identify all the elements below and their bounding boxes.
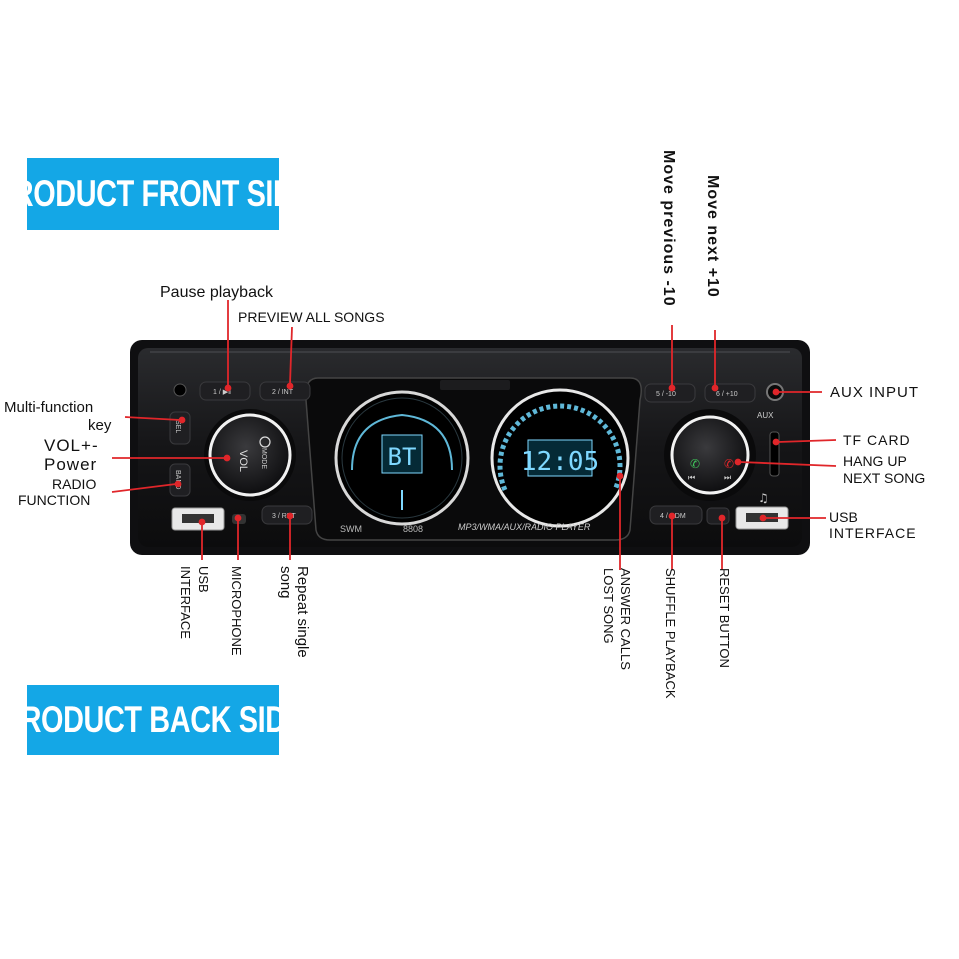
left-display-text: BT bbox=[388, 443, 417, 471]
button-1-label: 1 / ▶‖ bbox=[213, 389, 231, 396]
button-1-pause[interactable] bbox=[199, 381, 251, 401]
front-side-banner-text: PRODUCT FRONT SIDE bbox=[0, 173, 313, 214]
label-usb-right-interface: INTERFACE bbox=[829, 525, 917, 541]
button-6-label: 6 / +10 bbox=[716, 391, 738, 398]
label-aux-input: AUX INPUT bbox=[830, 384, 920, 401]
music-note-icon: ♫ bbox=[758, 491, 769, 505]
label-multi-function: Multi-function bbox=[4, 399, 94, 416]
label-hang-up: HANG UP bbox=[843, 453, 907, 469]
label-preview-all-songs: PREVIEW ALL SONGS bbox=[238, 309, 385, 325]
label-power: Power bbox=[44, 455, 98, 474]
label-repeat-single: Repeat single bbox=[294, 566, 311, 658]
label-answer-calls: ANSWER CALLS bbox=[618, 568, 633, 670]
label-repeat-song: song bbox=[277, 566, 294, 599]
reset-button[interactable] bbox=[706, 507, 730, 525]
aux-device-label: AUX bbox=[757, 411, 774, 420]
power-icon bbox=[259, 436, 271, 448]
button-3-label: 3 / RPT bbox=[272, 513, 296, 520]
label-move-previous: Move previous -10 bbox=[660, 150, 677, 307]
back-side-banner: PRODUCT BACK SIDE bbox=[2, 685, 305, 755]
label-pause-playback: Pause playback bbox=[160, 284, 273, 301]
label-usb-left-interface: INTERFACE bbox=[178, 566, 193, 639]
hang-up-icon: ✆ bbox=[724, 457, 734, 471]
button-5-minus10[interactable] bbox=[644, 383, 696, 403]
button-2-label: 2 / INT bbox=[272, 389, 294, 396]
front-side-banner: PRODUCT FRONT SIDE bbox=[0, 158, 313, 230]
tf-card-slot[interactable] bbox=[769, 431, 780, 477]
mode-knob-label: MODE bbox=[260, 448, 267, 469]
answer-call-icon: ✆ bbox=[690, 457, 700, 471]
right-knob[interactable] bbox=[670, 415, 750, 495]
label-next-song: NEXT SONG bbox=[843, 470, 926, 486]
button-5-label: 5 / -10 bbox=[656, 391, 676, 398]
label-move-next: Move next +10 bbox=[704, 175, 721, 298]
brand-text: SWM bbox=[340, 524, 362, 534]
microphone-hole-top bbox=[173, 383, 187, 397]
band-button[interactable] bbox=[169, 463, 191, 497]
label-shuffle-playback: SHUFFLE PLAYBACK bbox=[663, 568, 678, 699]
button-2-int[interactable] bbox=[259, 381, 311, 401]
player-text: MP3/WMA/AUX/RADIO PLAYER bbox=[458, 522, 591, 532]
label-multi-function-key: key bbox=[88, 417, 112, 434]
back-side-banner-text: PRODUCT BACK SIDE bbox=[1, 699, 305, 740]
label-microphone: MICROPHONE bbox=[229, 566, 244, 656]
label-vol: VOL+- bbox=[44, 436, 99, 455]
pointer-lines bbox=[111, 300, 837, 570]
label-usb-left: USB bbox=[196, 566, 211, 593]
sel-button-label: SEL bbox=[174, 420, 181, 433]
cd-slot bbox=[440, 380, 510, 390]
label-reset-button: RESET BUTTON bbox=[717, 568, 732, 668]
previous-track-icon: ⏮ bbox=[688, 473, 695, 482]
next-track-icon: ⏭ bbox=[724, 473, 731, 482]
button-4-rdm[interactable] bbox=[649, 505, 703, 525]
label-lost-song: LOST SONG bbox=[601, 568, 616, 644]
model-text: 8808 bbox=[403, 524, 423, 534]
vol-knob[interactable] bbox=[208, 413, 292, 497]
label-radio: RADIO bbox=[52, 476, 97, 492]
vol-knob-label: VOL bbox=[237, 450, 249, 472]
band-button-label: BAND bbox=[174, 470, 181, 489]
label-usb-right: USB bbox=[829, 509, 858, 525]
right-display-text: 12:05 bbox=[521, 447, 599, 477]
label-function: FUNCTION bbox=[18, 492, 91, 508]
label-tf-card: TF CARD bbox=[843, 432, 911, 448]
